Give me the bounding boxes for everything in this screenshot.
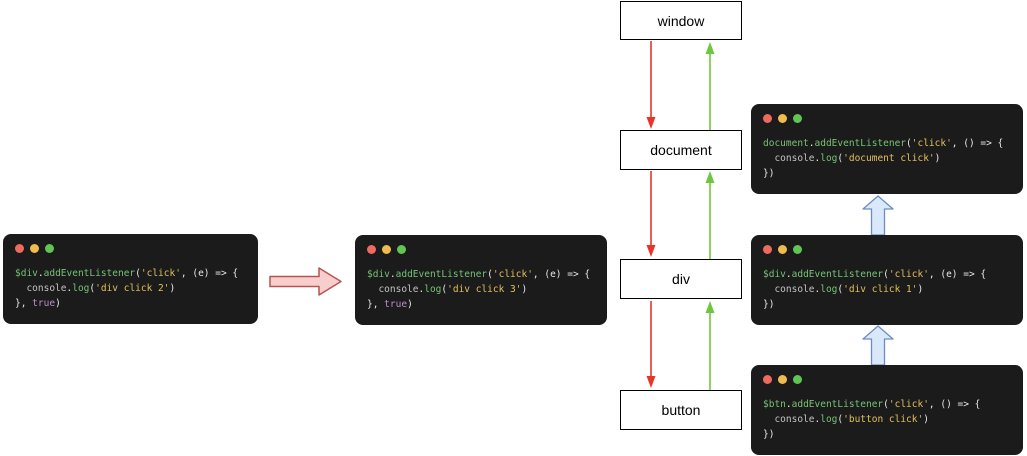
up-arrow-icon: [862, 325, 894, 366]
up-arrow-icon: [862, 195, 894, 236]
propagation-arrows: [646, 41, 715, 390]
green-dot-icon: [397, 245, 406, 254]
yellow-dot-icon: [778, 114, 787, 123]
window-controls: [763, 114, 1011, 123]
red-dot-icon: [763, 245, 772, 254]
code-block-div-click-1: $div.addEventListener('click', (e) => { …: [751, 235, 1023, 325]
green-dot-icon: [45, 244, 54, 253]
code-block-button-click: $btn.addEventListener('click', () => { c…: [751, 365, 1023, 455]
code-block-div-click-3: $div.addEventListener('click', (e) => { …: [355, 235, 607, 325]
yellow-dot-icon: [382, 245, 391, 254]
code-snippet-div-click-1: $div.addEventListener('click', (e) => { …: [763, 269, 987, 310]
right-arrow-icon: [269, 267, 342, 296]
bubble-arrow-document-window-icon: [705, 42, 715, 130]
code-snippet-document-click: document.addEventListener('click', () =>…: [763, 138, 1004, 179]
node-div: div: [620, 259, 742, 299]
node-window: window: [620, 1, 742, 40]
window-controls: [15, 244, 246, 253]
code-block-div-click-2: $div.addEventListener('click', (e) => { …: [3, 234, 258, 324]
yellow-dot-icon: [778, 245, 787, 254]
window-controls: [763, 245, 1011, 254]
green-dot-icon: [793, 245, 802, 254]
capture-arrow-window-document-icon: [646, 41, 656, 129]
code-snippet-div-click-3: $div.addEventListener('click', (e) => { …: [367, 269, 591, 310]
red-dot-icon: [763, 114, 772, 123]
node-document: document: [620, 130, 742, 170]
window-controls: [763, 375, 1011, 384]
node-button-label: button: [661, 402, 701, 418]
node-window-label: window: [657, 12, 705, 29]
capture-arrow-document-div-icon: [646, 171, 656, 257]
node-div-label: div: [672, 271, 690, 287]
green-dot-icon: [793, 375, 802, 384]
window-controls: [367, 245, 595, 254]
yellow-dot-icon: [30, 244, 39, 253]
node-button: button: [620, 390, 742, 430]
bubble-arrow-div-document-icon: [705, 171, 715, 259]
code-block-document-click: document.addEventListener('click', () =>…: [751, 104, 1023, 194]
red-dot-icon: [367, 245, 376, 254]
node-document-label: document: [650, 142, 712, 158]
green-dot-icon: [793, 114, 802, 123]
code-snippet-button-click: $btn.addEventListener('click', () => { c…: [763, 399, 981, 440]
red-dot-icon: [763, 375, 772, 384]
capture-arrow-div-button-icon: [646, 301, 656, 388]
bubble-arrow-button-div-icon: [705, 301, 715, 390]
yellow-dot-icon: [778, 375, 787, 384]
red-dot-icon: [15, 244, 24, 253]
code-snippet-div-click-2: $div.addEventListener('click', (e) => { …: [15, 268, 239, 309]
